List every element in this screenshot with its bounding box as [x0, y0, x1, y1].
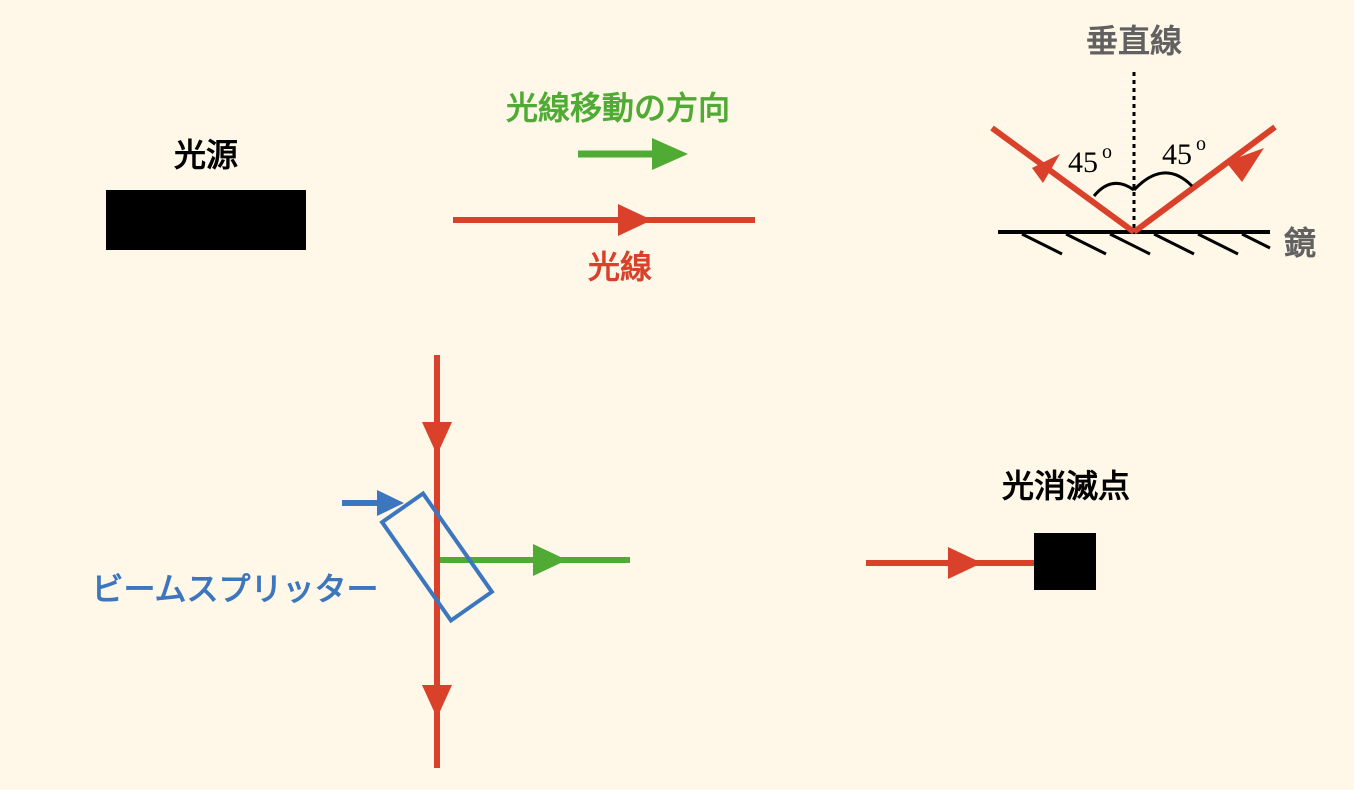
incident-ray [990, 125, 1136, 235]
direction-label: 光線移動の方向 [506, 89, 730, 127]
vertical-ray [422, 355, 452, 768]
perpendicular-label: 垂直線 [1086, 22, 1182, 60]
reflected-angle-value: 45 [1162, 138, 1192, 171]
beam-splitter-label: ビームスプリッター [91, 570, 378, 608]
light-sink-ray [866, 547, 1036, 579]
ray-label: 光線 [588, 248, 652, 286]
incident-angle-unit: o [1102, 141, 1112, 163]
beam-splitter-pointer-arrow [342, 490, 404, 516]
reflected-angle-unit: o [1196, 133, 1206, 155]
reflected-angle-arc [1132, 171, 1194, 192]
light-sink-label: 光消滅点 [1002, 467, 1130, 505]
light-source-block [106, 190, 306, 250]
light-source-label: 光源 [174, 136, 238, 174]
ray-sample [453, 204, 755, 236]
reflected-ray [1132, 124, 1277, 235]
mirror-label: 鏡 [1284, 224, 1316, 262]
light-sink-block [1034, 533, 1096, 590]
incident-angle-value: 45 [1068, 146, 1098, 179]
direction-arrow [578, 138, 688, 170]
beam-splitter [379, 490, 495, 624]
mirror [998, 230, 1271, 256]
incident-angle-arc [1092, 181, 1135, 197]
